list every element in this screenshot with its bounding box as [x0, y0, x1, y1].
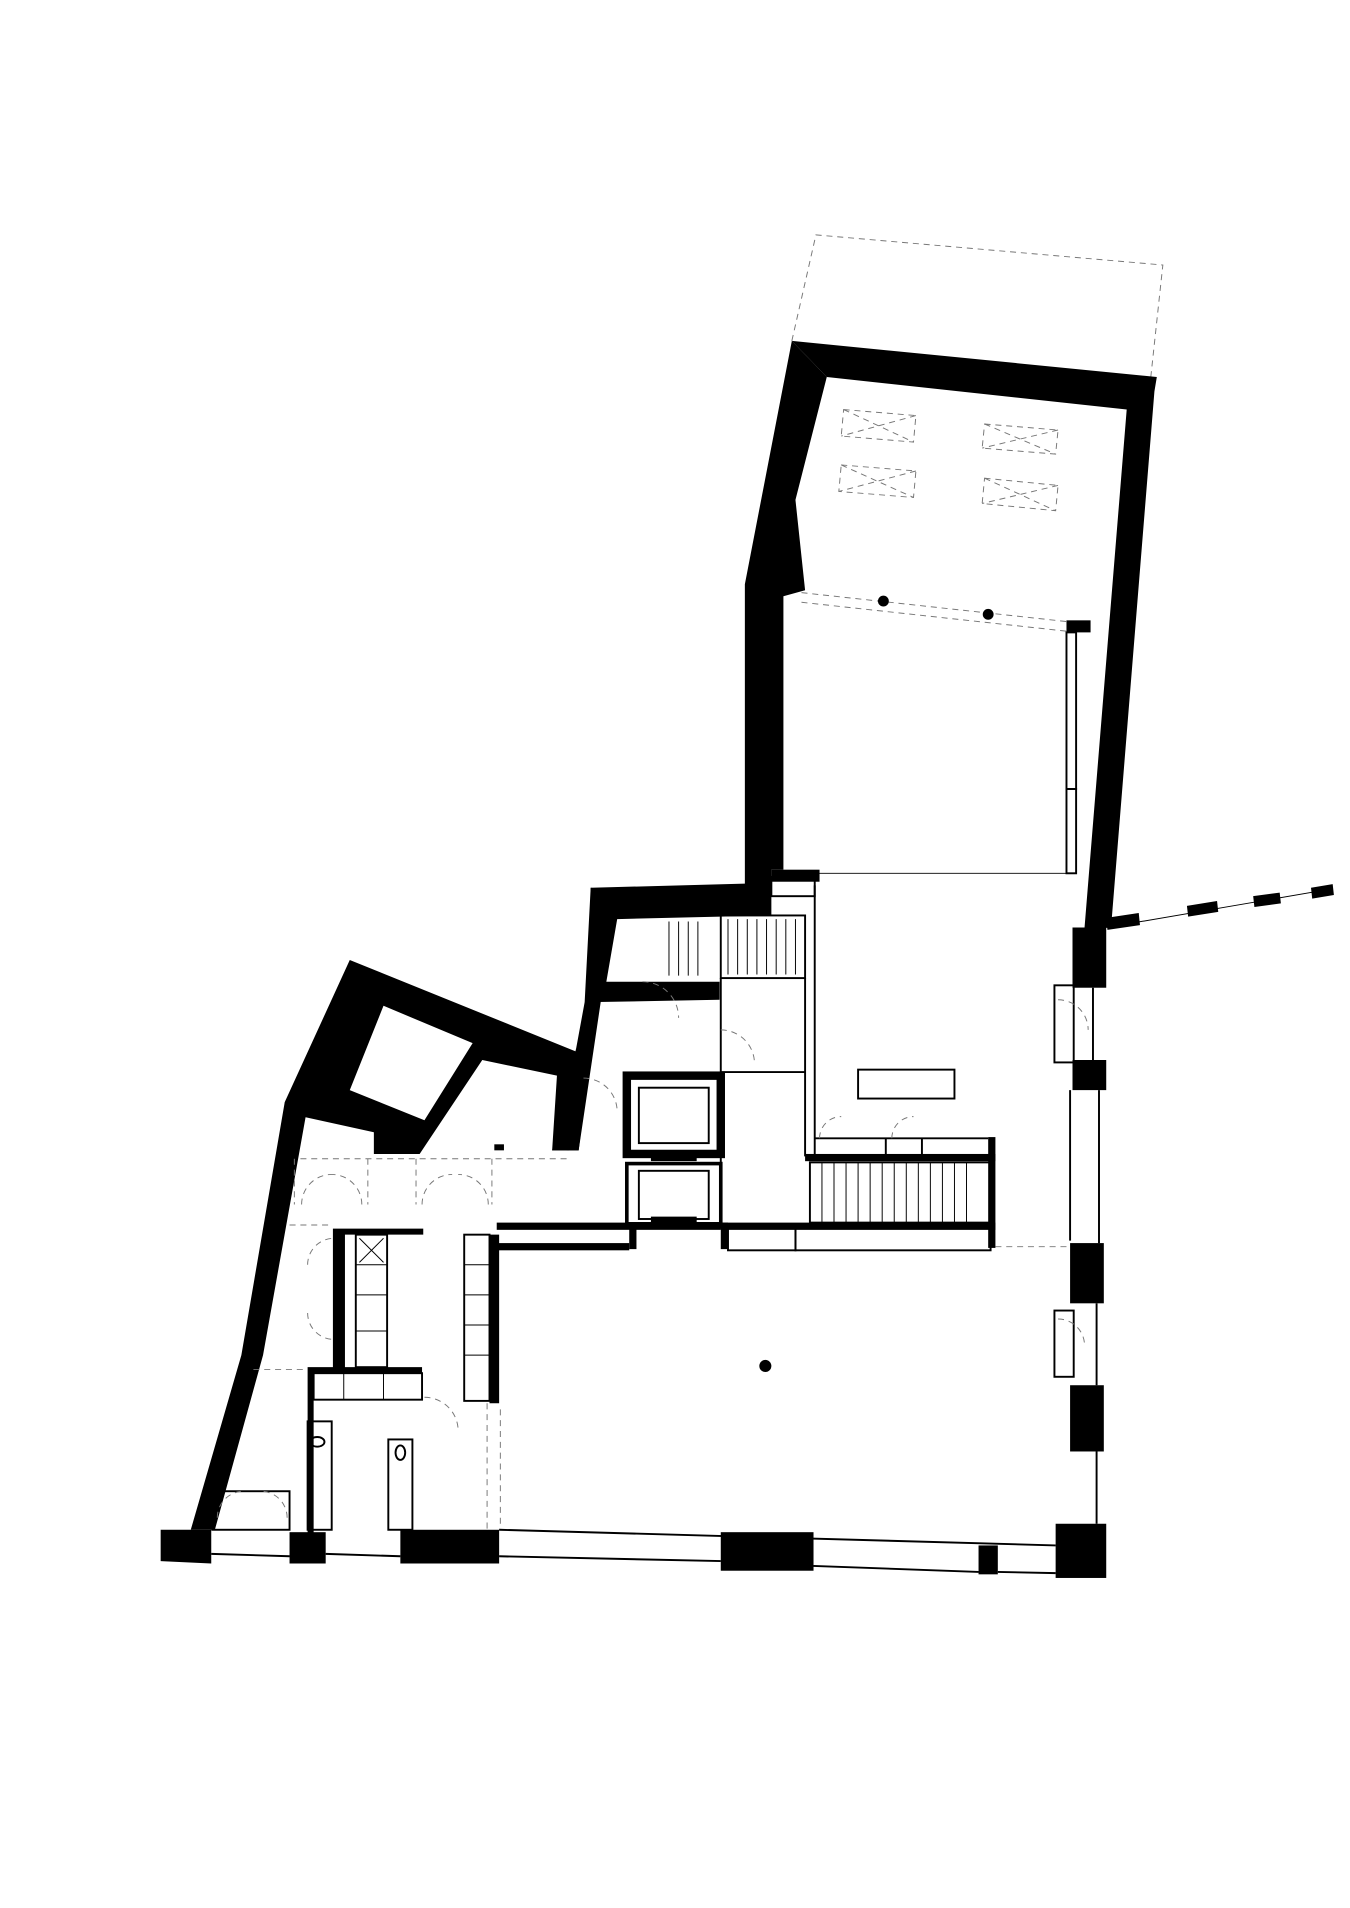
elevators: [622, 1071, 725, 1226]
south-facade: [211, 1528, 1056, 1575]
column: [877, 595, 889, 607]
skylights: [838, 409, 1059, 512]
east-facade: [1053, 927, 1107, 1578]
stair-lower: [805, 1116, 996, 1248]
exterior-boundary: [1106, 884, 1334, 930]
corridor-walls: [289, 1158, 1071, 1252]
opening-lintel: [801, 592, 1067, 632]
terrace-outline: [791, 234, 1164, 378]
north-block-walls: [744, 340, 1157, 928]
west-wing-walls: [160, 960, 577, 1564]
service-rooms: [211, 1158, 501, 1536]
column: [982, 608, 994, 620]
column: [759, 1359, 772, 1372]
